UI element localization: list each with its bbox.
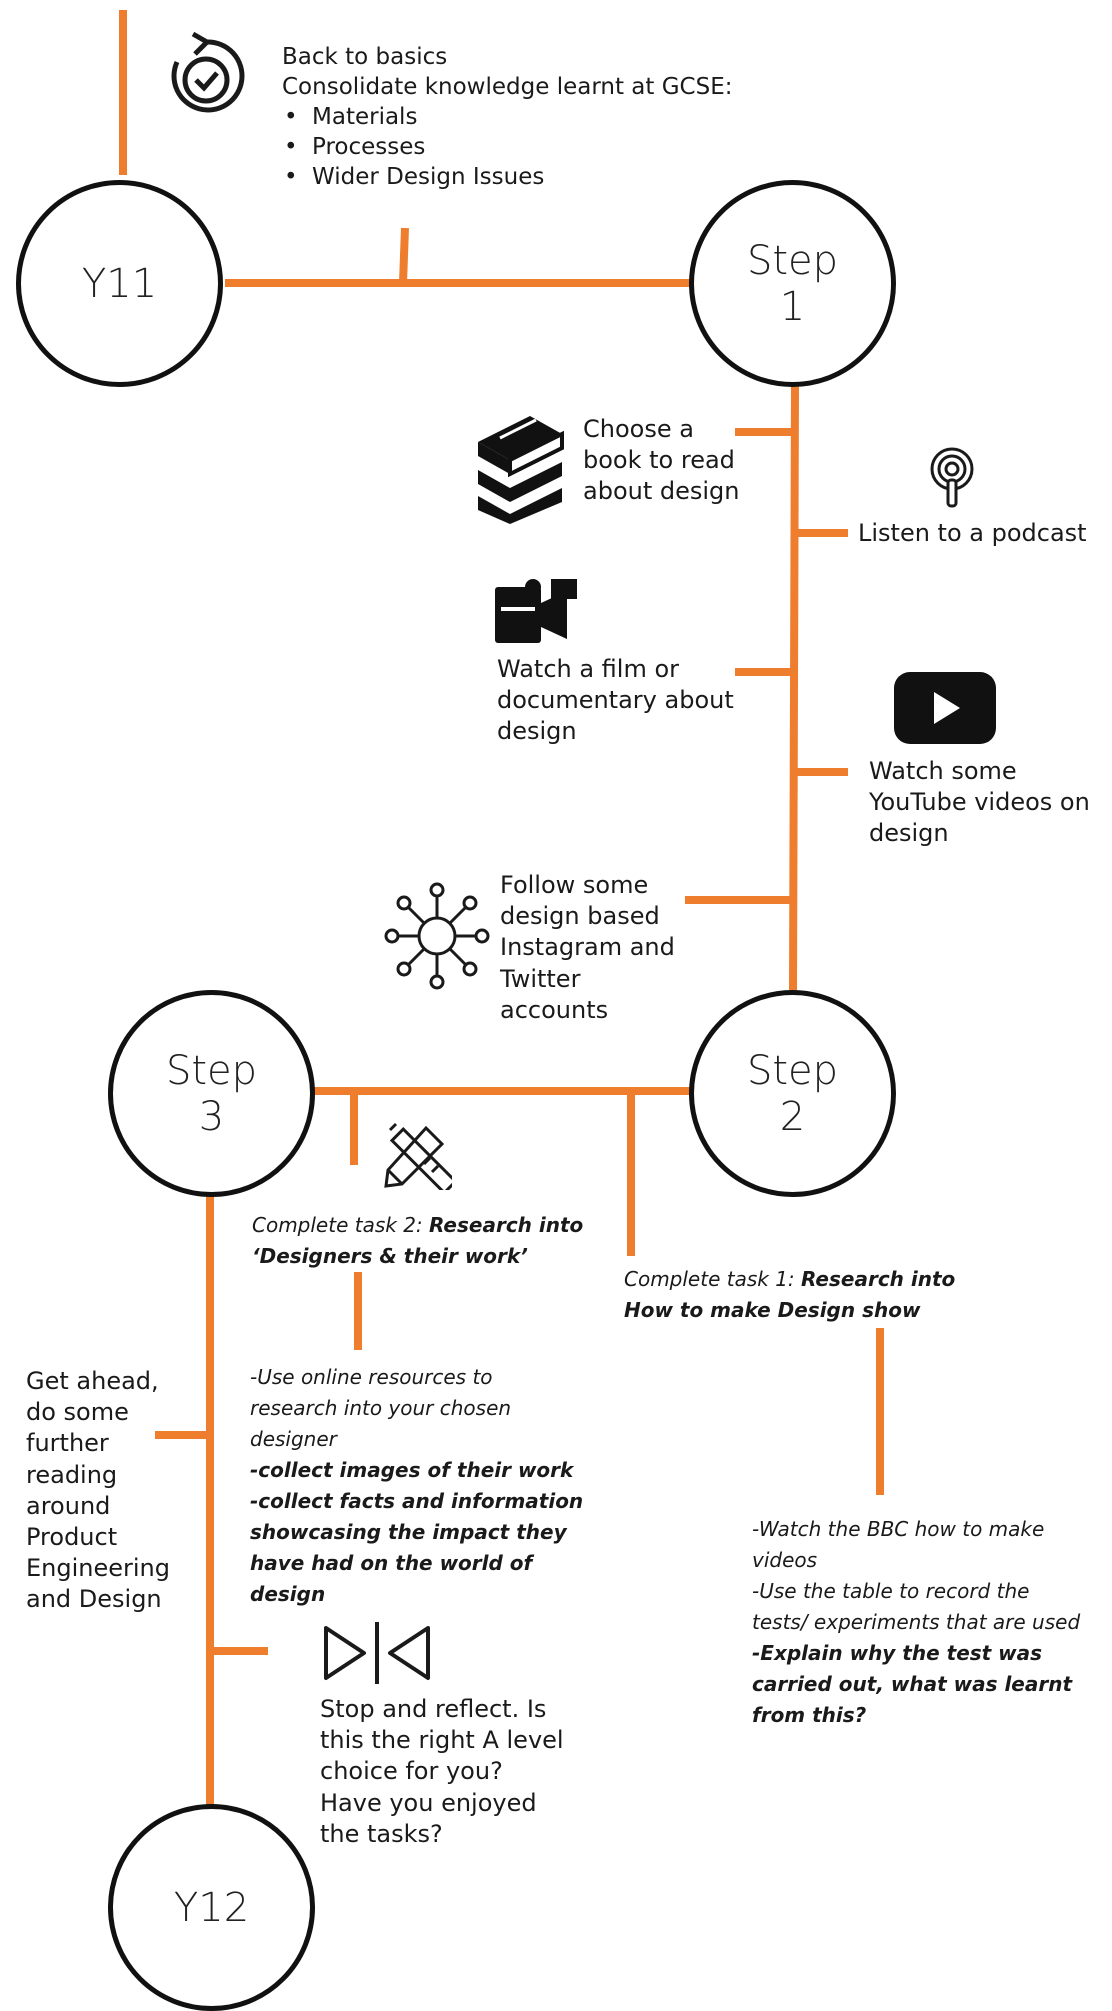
text-line: and Design <box>26 1585 162 1614</box>
books-icon <box>478 416 564 524</box>
node-label: 2 <box>779 1093 806 1140</box>
text-line: research into your chosen <box>250 1396 512 1420</box>
task2-bold: ‘Designers & their work’ <box>252 1244 528 1268</box>
reflect-text: Stop and reflect. Is this the right A le… <box>320 1694 564 1850</box>
social-text: Follow some design based Instagram and T… <box>500 870 675 1026</box>
back-to-basics-subtitle: Consolidate knowledge learnt at GCSE: <box>282 73 733 100</box>
task1-details: -Watch the BBC how to make videos -Use t… <box>752 1514 1080 1731</box>
node-y11: Y11 <box>16 180 223 387</box>
task1-prefix: Complete task 1: <box>624 1267 802 1291</box>
get-ahead-text: Get ahead, do some further reading aroun… <box>26 1366 170 1616</box>
text-line: Watch some <box>869 757 1017 785</box>
text-line: Watch a film or <box>497 655 680 683</box>
text-line: design based <box>500 902 660 931</box>
text-line: book to read <box>583 446 735 475</box>
text-line: about design <box>583 477 740 506</box>
text-line: ‘Designers & their work’ <box>252 1241 583 1272</box>
text-line: accounts <box>500 995 609 1024</box>
node-label: 3 <box>198 1093 225 1140</box>
text-line: around <box>26 1491 111 1520</box>
list-item: Wider Design Issues <box>284 163 732 193</box>
text-line: -Use the table to record the <box>752 1579 1030 1603</box>
text-line: -Use online resources to <box>250 1365 493 1389</box>
text-line: YouTube videos on <box>869 788 1090 817</box>
text-line: have had on the world of <box>250 1551 533 1575</box>
text-line: Stop and reflect. Is <box>320 1695 547 1723</box>
text-line: Get ahead, <box>26 1367 159 1395</box>
book-text: Choose a book to read about design <box>583 414 740 508</box>
podcast-text: Listen to a podcast <box>858 519 1087 547</box>
youtube-text: Watch some YouTube videos on design <box>869 756 1090 850</box>
text-line: -collect facts and information <box>250 1489 584 1513</box>
text-line: tests/ experiments that are used <box>752 1610 1081 1634</box>
podcast-icon <box>930 447 974 508</box>
film-camera-icon <box>495 579 577 643</box>
list-item: Processes <box>284 133 732 163</box>
task1-heading: Complete task 1: Research into How to ma… <box>624 1264 955 1326</box>
text-line: design <box>869 819 949 848</box>
task2-details: -Use online resources to research into y… <box>250 1362 583 1610</box>
node-label: Y11 <box>81 260 158 307</box>
text-line: the tasks? <box>320 1819 443 1848</box>
network-icon <box>384 882 490 990</box>
text-line: this the right A level <box>320 1726 564 1755</box>
node-y12: Y12 <box>108 1804 315 2011</box>
text-line: Complete task 2: Research into <box>252 1210 583 1241</box>
task2-bold: Research into <box>429 1213 584 1237</box>
text-line: -Watch the BBC how to make <box>752 1517 1045 1541</box>
text-line: videos <box>752 1548 818 1572</box>
task1-bold: Research into <box>801 1267 956 1291</box>
reflect-arrows-icon <box>324 1622 430 1684</box>
film-text: Watch a film or documentary about design <box>497 654 734 748</box>
text-line: Have you enjoyed <box>320 1788 537 1817</box>
node-label: Step <box>746 237 839 284</box>
node-label: Step <box>746 1047 839 1094</box>
text-line: Follow some <box>500 871 649 899</box>
text-line: How to make Design show <box>624 1295 955 1326</box>
back-to-basics-list: Materials Processes Wider Design Issues <box>282 103 732 193</box>
text-line: reading <box>26 1460 118 1489</box>
node-label: 1 <box>779 283 806 330</box>
text-line: choice for you? <box>320 1757 503 1786</box>
connector <box>399 227 409 284</box>
task2-heading: Complete task 2: Research into ‘Designer… <box>252 1210 583 1272</box>
task1-bold: How to make Design show <box>624 1298 921 1322</box>
connector <box>789 384 799 991</box>
list-item: Materials <box>284 103 732 133</box>
text-line: Twitter <box>500 964 581 993</box>
text-line: from this? <box>752 1703 867 1727</box>
node-label: Step <box>165 1047 258 1094</box>
back-to-basics-text: Back to basics Consolidate knowledge lea… <box>282 43 732 192</box>
text-line: showcasing the impact they <box>250 1520 567 1544</box>
text-line: -collect images of their work <box>250 1458 574 1482</box>
refresh-check-icon <box>171 31 245 113</box>
text-line: design <box>497 717 577 746</box>
task2-prefix: Complete task 2: <box>252 1213 430 1237</box>
pencil-ruler-icon <box>384 1122 452 1190</box>
text-line: do some <box>26 1398 129 1427</box>
text-line: carried out, what was learnt <box>752 1672 1073 1696</box>
node-label: Y12 <box>173 1884 250 1931</box>
youtube-play-icon <box>894 672 996 744</box>
text-line: Instagram and <box>500 933 675 962</box>
back-to-basics-title: Back to basics <box>282 44 448 70</box>
text-line: designer <box>250 1427 337 1451</box>
text-line: further <box>26 1429 109 1458</box>
text-line: Choose a <box>583 415 694 443</box>
text-line: Engineering <box>26 1554 170 1583</box>
text-line: Complete task 1: Research into <box>624 1264 955 1295</box>
text-line: design <box>250 1582 326 1606</box>
text-line: documentary about <box>497 686 734 715</box>
text-line: Product <box>26 1522 118 1551</box>
text-line: -Explain why the test was <box>752 1641 1043 1665</box>
